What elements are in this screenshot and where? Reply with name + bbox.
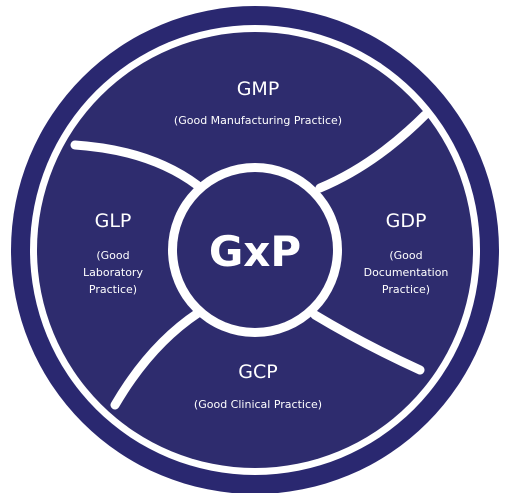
separator-bottom-left	[110, 308, 203, 410]
center-label: GxP	[209, 227, 301, 276]
segment-glp-title: GLP	[95, 210, 132, 232]
segment-gmp: GMP (Good Manufacturing Practice)	[174, 78, 342, 127]
segment-separators	[70, 110, 430, 410]
segment-glp-line-2: Laboratory	[83, 266, 143, 279]
segment-glp: GLP (Good Laboratory Practice)	[83, 210, 143, 296]
separator-top-right	[315, 110, 430, 193]
segment-glp-line-1: (Good	[96, 249, 129, 262]
center-disc	[177, 172, 333, 328]
segment-gdp-line-1: (Good	[389, 249, 422, 262]
segment-gcp: GCP (Good Clinical Practice)	[194, 361, 322, 411]
segment-gdp-title: GDP	[386, 210, 427, 232]
segment-gcp-subtitle: (Good Clinical Practice)	[194, 398, 322, 411]
separator-bottom-right	[310, 310, 425, 375]
segment-gmp-subtitle: (Good Manufacturing Practice)	[174, 114, 342, 127]
segment-gcp-title: GCP	[238, 361, 277, 383]
segment-gmp-title: GMP	[237, 78, 280, 100]
segment-gdp: GDP (Good Documentation Practice)	[364, 210, 449, 296]
segment-gdp-line-2: Documentation	[364, 266, 449, 279]
segment-gdp-line-3: Practice)	[382, 283, 430, 296]
segment-glp-line-3: Practice)	[89, 283, 137, 296]
separator-top-left	[70, 140, 202, 190]
